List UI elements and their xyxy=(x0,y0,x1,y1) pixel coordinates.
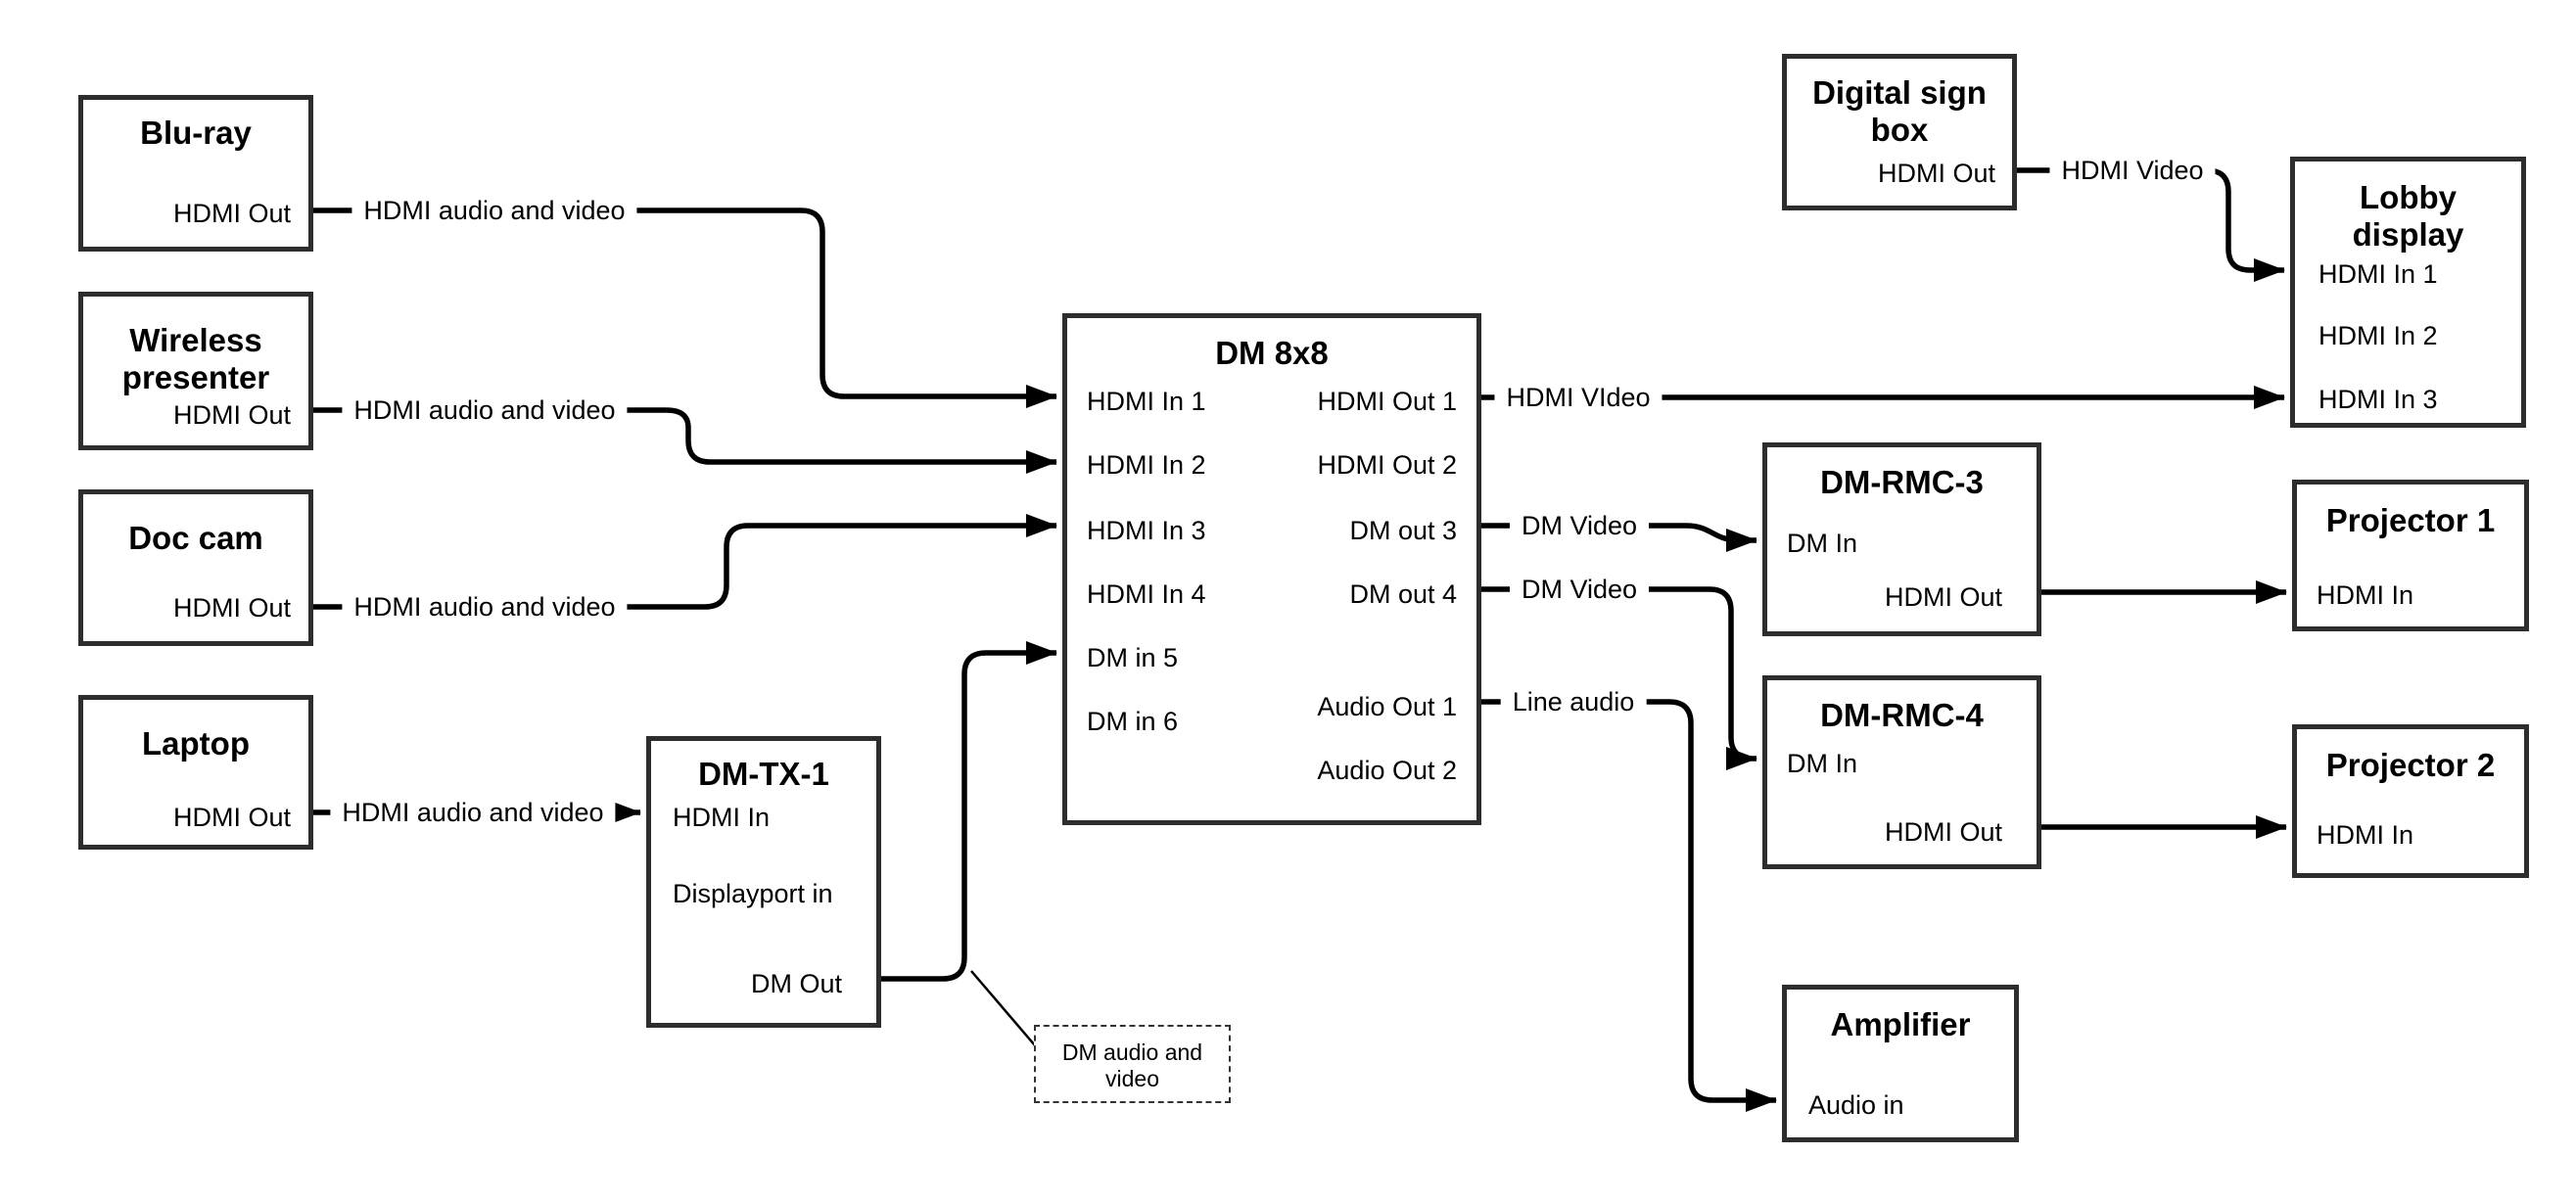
wireless-presenter-port-hdmi-out: HDMI Out xyxy=(172,400,291,430)
projector-1-port-hdmi-in: HDMI In xyxy=(2317,580,2414,610)
dm-8x8-port-dm-out-4: DM out 4 xyxy=(1349,579,1457,609)
dm-rmc-4-port-dm-in: DM In xyxy=(1787,749,1858,778)
connector-dm8x8-audio1-to-amplifier xyxy=(1481,699,1777,1112)
connector-dm8x8-out4-to-rmc4-dm-in xyxy=(1481,586,1757,770)
dm-rmc-4-port-hdmi-out: HDMI Out xyxy=(1884,817,2002,847)
dm-8x8-port-hdmi-in-4: HDMI In 4 xyxy=(1087,579,1206,609)
label-dm8x8-out3-to-rmc3: DM Video xyxy=(1509,510,1650,541)
projector-1-box: Projector 1 HDMI In xyxy=(2292,480,2529,631)
laptop-box: Laptop HDMI Out xyxy=(78,695,313,850)
bluray-port-hdmi-out: HDMI Out xyxy=(172,199,291,228)
digital-sign-port-hdmi-out: HDMI Out xyxy=(1877,159,1995,188)
digital-sign-title-line1: Digital sign xyxy=(1812,74,1987,111)
label-doccam-to-dm8x8: HDMI audio and video xyxy=(342,591,628,623)
dm-rmc-3-box: DM-RMC-3 DM In HDMI Out xyxy=(1762,442,2041,636)
bluray-box: Blu-ray HDMI Out xyxy=(78,95,313,252)
dm-rmc-3-title: DM-RMC-3 xyxy=(1820,464,1984,500)
callout-leader-line xyxy=(970,970,1036,1046)
dm-8x8-port-hdmi-in-2: HDMI In 2 xyxy=(1087,450,1206,480)
dm-8x8-port-dm-in-5: DM in 5 xyxy=(1087,643,1179,672)
dm-tx-1-port-hdmi-in: HDMI In xyxy=(673,803,771,832)
doc-cam-box: Doc cam HDMI Out xyxy=(78,489,313,646)
connector-dm8x8-out3-to-rmc3-dm-in xyxy=(1481,523,1757,552)
connector-doccam-to-dm8x8-hdmi-in-3 xyxy=(313,514,1057,610)
amplifier-box: Amplifier Audio in xyxy=(1782,985,2019,1142)
digital-sign-title-line2: box xyxy=(1870,112,1929,148)
dm-rmc-4-title: DM-RMC-4 xyxy=(1820,697,1984,733)
dm-8x8-port-hdmi-in-1: HDMI In 1 xyxy=(1087,387,1206,416)
dm-rmc-3-port-hdmi-out: HDMI Out xyxy=(1884,582,2002,612)
projector-1-title: Projector 1 xyxy=(2325,502,2496,538)
projector-2-port-hdmi-in: HDMI In xyxy=(2317,820,2414,850)
connector-bluray-to-dm8x8-hdmi-in-1 xyxy=(313,208,1057,408)
lobby-display-port-hdmi-in-3: HDMI In 3 xyxy=(2318,385,2438,414)
label-laptop-to-dmtx1: HDMI audio and video xyxy=(330,797,616,828)
label-dm8x8-out1-to-lobby: HDMI VIdeo xyxy=(1494,382,1663,413)
label-dm8x8-out4-to-rmc4: DM Video xyxy=(1509,574,1650,605)
label-wireless-to-dm8x8: HDMI audio and video xyxy=(342,394,628,426)
amplifier-port-audio-in: Audio in xyxy=(1808,1090,1904,1120)
dm-rmc-3-port-dm-in: DM In xyxy=(1787,529,1858,558)
dm-8x8-port-hdmi-out-2: HDMI Out 2 xyxy=(1317,450,1457,480)
dm-8x8-box: DM 8x8 HDMI In 1 HDMI In 2 HDMI In 3 HDM… xyxy=(1062,313,1481,825)
wireless-presenter-box: Wireless presenter HDMI Out xyxy=(78,292,313,450)
projector-2-title: Projector 2 xyxy=(2325,747,2496,783)
dm-tx-1-port-displayport-in: Displayport in xyxy=(673,879,833,908)
dm-8x8-port-audio-out-1: Audio Out 1 xyxy=(1317,692,1457,721)
amplifier-title: Amplifier xyxy=(1830,1006,1971,1042)
callout-text-line2: video xyxy=(1105,1066,1159,1091)
dm-8x8-title: DM 8x8 xyxy=(1215,335,1329,371)
doc-cam-title: Doc cam xyxy=(128,520,263,556)
lobby-display-box: Lobby display HDMI In 1 HDMI In 2 HDMI I… xyxy=(2290,157,2526,428)
connector-digitalsign-to-lobby-hdmi-in-1 xyxy=(2017,167,2285,282)
lobby-display-port-hdmi-in-2: HDMI In 2 xyxy=(2318,321,2438,350)
callout-dm-audio-video: DM audio and video xyxy=(1034,1025,1231,1103)
label-dm8x8-audio1-to-amplifier: Line audio xyxy=(1500,686,1647,717)
laptop-title: Laptop xyxy=(142,725,250,762)
connector-wireless-to-dm8x8-hdmi-in-2 xyxy=(313,407,1057,474)
connector-dmtx1-to-dm8x8-dm-in-5 xyxy=(881,641,1057,982)
dm-tx-1-title: DM-TX-1 xyxy=(698,756,829,792)
laptop-port-hdmi-out: HDMI Out xyxy=(172,803,291,832)
label-bluray-to-dm8x8: HDMI audio and video xyxy=(351,195,637,226)
digital-sign-box: Digital sign box HDMI Out xyxy=(1782,54,2017,210)
dm-8x8-port-dm-out-3: DM out 3 xyxy=(1349,516,1457,545)
lobby-display-title-line2: display xyxy=(2352,216,2464,253)
projector-2-box: Projector 2 HDMI In xyxy=(2292,724,2529,878)
lobby-display-port-hdmi-in-1: HDMI In 1 xyxy=(2318,259,2438,289)
dm-8x8-port-audio-out-2: Audio Out 2 xyxy=(1317,756,1457,785)
label-digitalsign-to-lobby: HDMI Video xyxy=(2049,155,2216,186)
callout-text-line1: DM audio and xyxy=(1061,1039,1203,1065)
wireless-presenter-title-line2: presenter xyxy=(121,359,270,395)
wireless-presenter-title-line1: Wireless xyxy=(129,322,262,358)
lobby-display-title-line1: Lobby xyxy=(2360,179,2457,215)
dm-rmc-4-box: DM-RMC-4 DM In HDMI Out xyxy=(1762,675,2041,869)
doc-cam-port-hdmi-out: HDMI Out xyxy=(172,593,291,623)
dm-8x8-port-hdmi-out-1: HDMI Out 1 xyxy=(1317,387,1457,416)
dm-tx-1-port-dm-out: DM Out xyxy=(750,969,842,998)
dm-tx-1-box: DM-TX-1 HDMI In Displayport in DM Out xyxy=(646,736,881,1028)
dm-8x8-port-hdmi-in-3: HDMI In 3 xyxy=(1087,516,1206,545)
bluray-title: Blu-ray xyxy=(140,115,252,151)
dm-8x8-port-dm-in-6: DM in 6 xyxy=(1087,707,1179,736)
